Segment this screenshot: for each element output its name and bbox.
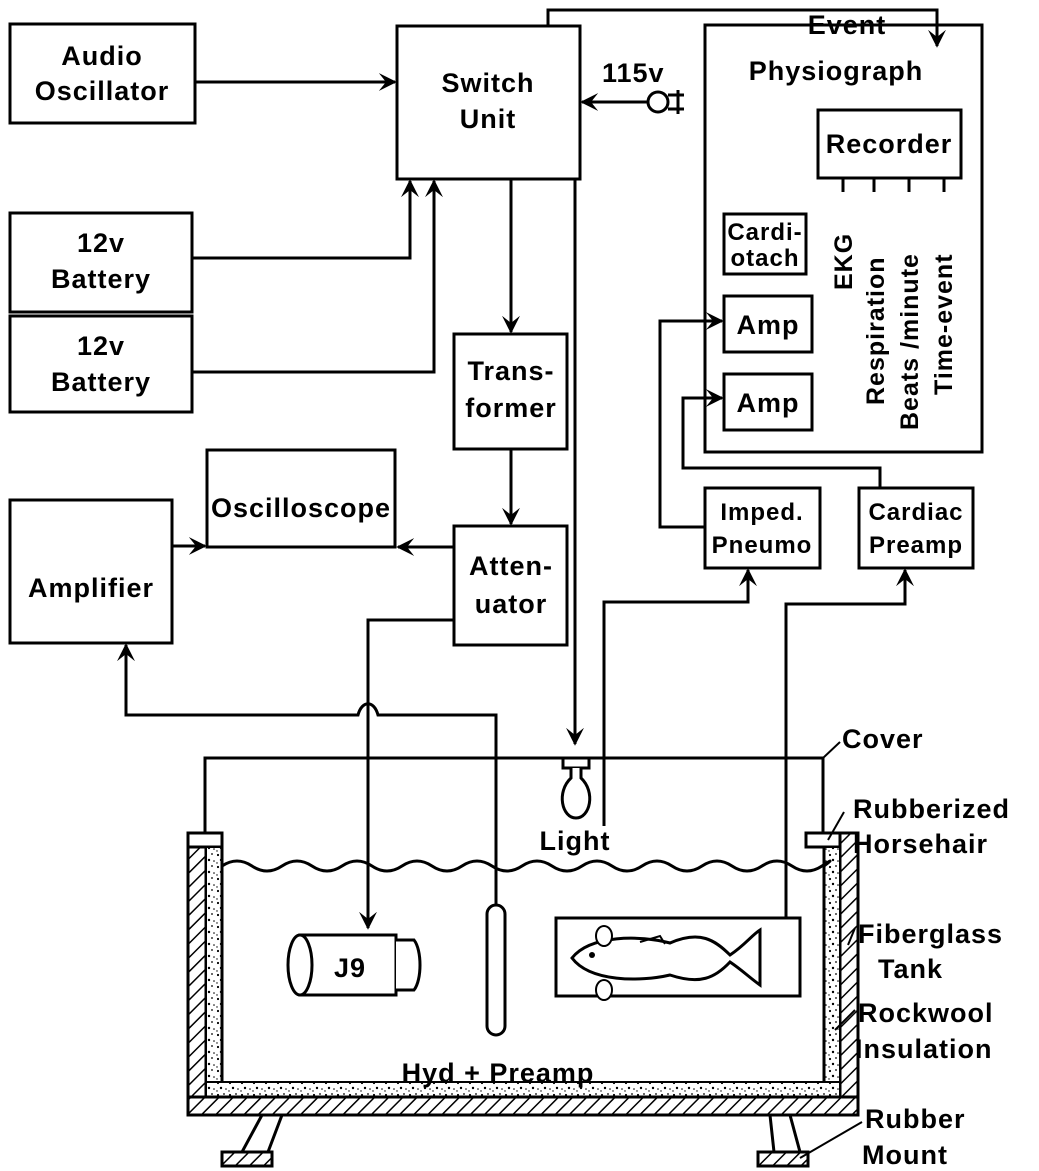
audio-oscillator-label-2: Oscillator [35,76,170,106]
imped-pneumo-label-2: Pneumo [712,532,813,559]
fiberglass-label-1: Fiberglass [858,919,1003,949]
physiograph-label: Physiograph [749,56,924,86]
imped-pneumo-box: Imped. Pneumo [703,486,822,570]
plug-icon [646,90,684,114]
attenuator-box: Atten- uator [452,524,569,647]
imped-pneumo-label-1: Imped. [720,499,803,526]
amp-box-2: Amp [722,372,814,432]
battery2-label-1: 12v [77,331,125,361]
rubber-mount-label-1: Rubber [865,1104,966,1134]
recorder-box: Recorder [816,108,963,180]
tank [186,741,860,1168]
transformer-box: Trans- former [452,332,569,451]
j9-transducer-icon [286,933,422,997]
amplifier-label: Amplifier [28,573,154,603]
fiberglass-label-2: Tank [878,954,943,984]
battery-box-1: 12v Battery [8,211,194,314]
channel-beats-minute: Beats /minute [896,253,924,430]
cardiotach-label-1: Cardi- [727,219,802,246]
horsehair-label-2: Horsehair [853,829,988,859]
transformer-label-2: former [465,393,557,423]
battery-box-2: 12v Battery [8,314,194,414]
switch-unit-label-2: Unit [460,104,516,134]
amp-box-1: Amp [722,294,814,354]
channel-time-event: Time-event [930,253,958,395]
horsehair-label-1: Rubberized [853,794,1010,824]
cardiac-preamp-label-2: Preamp [869,532,963,559]
attenuator-label-1: Atten- [469,551,553,581]
oscilloscope-box: Oscilloscope [205,448,397,549]
event-label: Event [808,10,887,40]
light-bulb-icon [560,756,592,820]
rockwool-label-2: Insulation [855,1034,993,1064]
oscilloscope-label: Oscilloscope [211,493,391,523]
cardiac-preamp-box: Cardiac Preamp [857,486,975,570]
j9-label: J9 [334,953,366,983]
battery2-label-2: Battery [51,367,151,397]
audio-oscillator-label-1: Audio [61,41,142,71]
fish-holder-icon [554,916,802,1001]
cardiotach-label-2: otach [730,245,799,272]
hydrophone-icon [485,903,507,1037]
amp-label-1: Amp [737,310,800,340]
amplifier-box: Amplifier [8,498,174,645]
hyd-preamp-label: Hyd + Preamp [402,1058,595,1088]
amp-label-2: Amp [737,388,800,418]
attenuator-label-2: uator [475,589,548,619]
battery1-label-1: 12v [77,228,125,258]
voltage-label: 115v [602,58,665,88]
rockwool-label-1: Rockwool [858,998,994,1028]
wires [117,8,946,930]
transformer-label-1: Trans- [467,356,554,386]
channel-respiration: Respiration [862,256,890,405]
audio-oscillator-box: Audio Oscillator [8,22,197,125]
battery1-label-2: Battery [51,264,151,294]
rubber-mount-label-2: Mount [862,1140,948,1170]
cardiotach-box: Cardi- otach [722,212,808,276]
channel-ekg: EKG [830,233,858,290]
recorder-label: Recorder [826,129,953,159]
cardiac-preamp-label-1: Cardiac [868,499,963,526]
switch-unit-label-1: Switch [441,68,534,98]
light-label: Light [540,826,611,856]
cover-label: Cover [842,724,924,754]
switch-unit-box: Switch Unit [395,24,582,181]
